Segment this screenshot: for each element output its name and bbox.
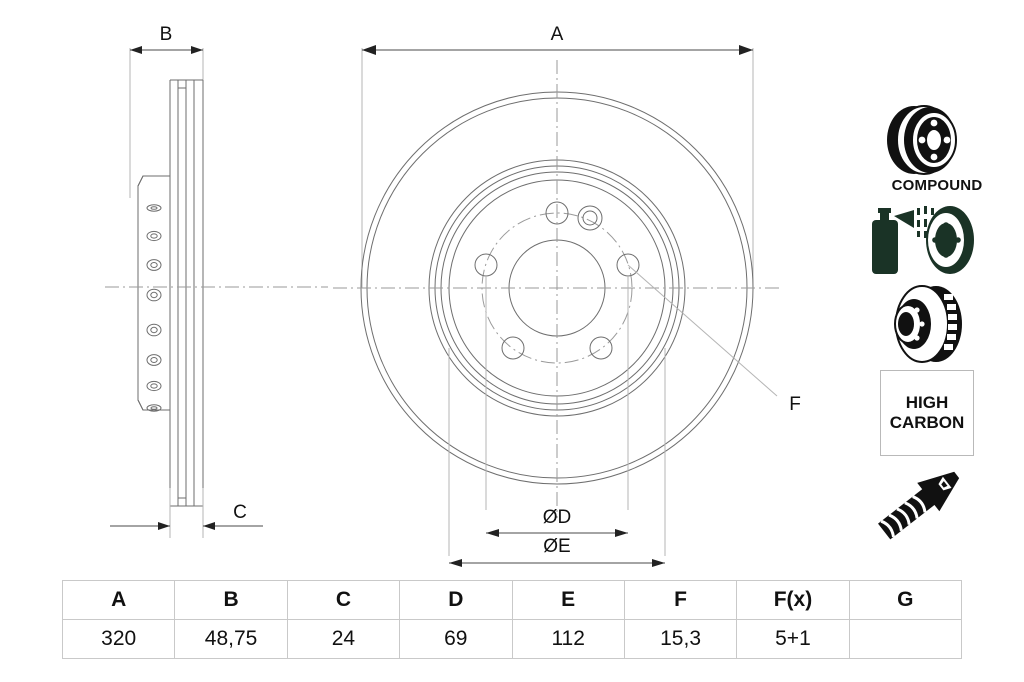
locating-pin-hole [577, 205, 603, 231]
spec-value-e: 112 [511, 619, 625, 659]
dimension-label-b: B [160, 24, 173, 45]
side-view-centerline [105, 286, 328, 288]
spec-value-f: 15,3 [623, 619, 738, 659]
compound-disc-icon [887, 105, 957, 175]
high-carbon-box: HIGH CARBON [880, 370, 974, 456]
front-view: A [333, 24, 801, 567]
vented-disc-icon [894, 285, 962, 363]
spec-header-f: F [623, 580, 738, 620]
spec-value-a: 320 [61, 619, 176, 659]
spec-value-c: 24 [286, 619, 401, 659]
side-section-view: B [110, 24, 263, 538]
dimension-label-e: ØE [543, 536, 570, 557]
dimension-label-f: F [789, 394, 801, 415]
spec-header-a: A [61, 580, 176, 620]
countersunk-screw-icon [878, 471, 960, 540]
spec-value-g [848, 619, 963, 659]
spec-table-header-row: A B C D E F F(x) G [61, 580, 963, 620]
dimension-label-a: A [551, 24, 564, 45]
bolt-hole-section-marks [146, 204, 162, 412]
spec-header-d: D [399, 580, 513, 620]
dimension-label-d: ØD [543, 507, 572, 528]
feature-badges: COMPOUND [862, 104, 1012, 546]
badge-screw [862, 462, 1012, 542]
badge-vented [862, 282, 1012, 366]
spray-coating-icon [872, 206, 974, 274]
dimension-label-c: C [233, 502, 247, 523]
spec-table-value-row: 320 48,75 24 69 112 15,3 5+1 [61, 619, 963, 659]
spec-value-d: 69 [399, 619, 513, 659]
spec-header-fx: F(x) [736, 580, 850, 620]
spec-header-e: E [511, 580, 625, 620]
spec-value-fx: 5+1 [736, 619, 850, 659]
high-carbon-line1: HIGH [905, 393, 949, 412]
spec-table: A B C D E F F(x) G 320 48,75 24 69 112 1… [61, 580, 963, 659]
spec-header-g: G [848, 580, 963, 620]
spec-value-b: 48,75 [174, 619, 288, 659]
spec-header-c: C [286, 580, 401, 620]
badge-compound: COMPOUND [862, 104, 1012, 194]
badge-coating [862, 198, 1012, 278]
badge-high-carbon: HIGH CARBON [862, 370, 1012, 456]
high-carbon-line2: CARBON [889, 413, 965, 432]
spec-header-b: B [174, 580, 288, 620]
badge-label-compound: COMPOUND [891, 177, 983, 194]
